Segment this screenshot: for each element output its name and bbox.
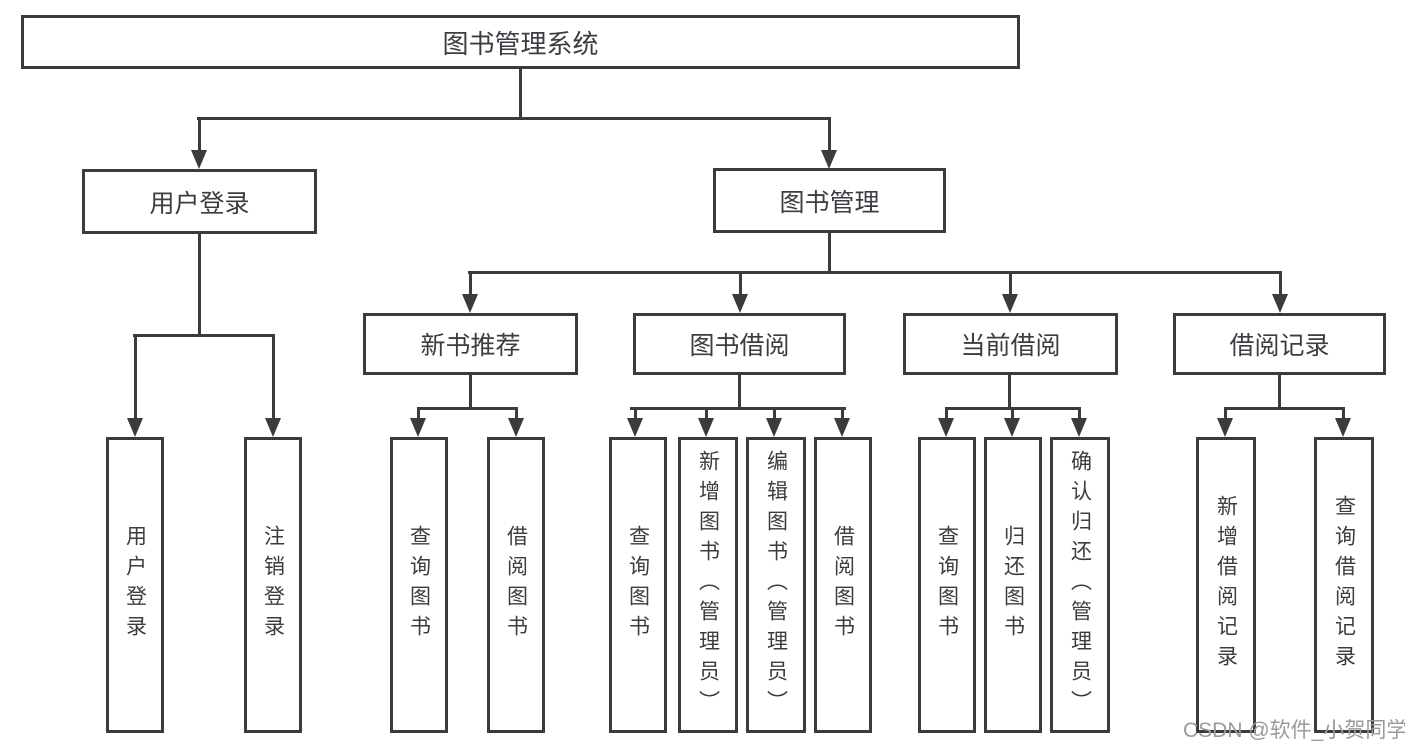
leaf-newbook-borrow-books-label: 借阅图书: [504, 525, 528, 645]
connector-mgmt-stem: [828, 232, 831, 273]
arrow-down-icon: [1004, 409, 1021, 437]
connector-current-bus: [945, 407, 1081, 410]
node-library-system-label: 图书管理系统: [442, 28, 599, 59]
leaf-newbook-borrow-books: 借阅图书: [487, 437, 545, 733]
connector-records-bus: [1224, 407, 1345, 410]
leaf-current-confirm-return-admin-label: 确认归还（管理员）: [1068, 450, 1092, 720]
node-book-management: 图书管理: [713, 168, 946, 233]
connector-mgmt-bus: [468, 271, 1282, 274]
connector-newbook-bus: [417, 407, 518, 410]
leaf-borrow-query-books-label: 查询图书: [626, 525, 650, 645]
node-current-borrowing-label: 当前借阅: [960, 332, 1061, 360]
leaf-current-confirm-return-admin: 确认归还（管理员）: [1050, 437, 1110, 733]
node-book-management-label: 图书管理: [779, 188, 880, 217]
connector-root-stem: [519, 68, 522, 118]
leaf-newbook-query-books-label: 查询图书: [407, 525, 431, 645]
node-user-login: 用户登录: [82, 169, 317, 234]
leaf-borrow-borrow-books: 借阅图书: [814, 437, 872, 733]
connector-records-stem: [1278, 374, 1281, 409]
leaf-records-add-record-label: 新增借阅记录: [1214, 495, 1238, 675]
connector-current-stem: [1008, 374, 1011, 409]
node-borrowing-records-label: 借阅记录: [1229, 332, 1330, 360]
arrow-down-icon: [834, 409, 851, 437]
leaf-current-return-books: 归还图书: [984, 437, 1042, 733]
leaf-current-return-books-label: 归还图书: [1001, 525, 1025, 645]
arrow-down-icon: [265, 336, 282, 437]
node-book-borrowing-label: 图书借阅: [689, 332, 790, 360]
leaf-logout-label: 注销登录: [261, 525, 285, 645]
leaf-current-query-books-label: 查询图书: [935, 525, 959, 645]
arrow-down-icon: [766, 409, 783, 437]
leaf-borrow-edit-books-admin-label: 编辑图书（管理员）: [764, 450, 788, 720]
node-user-login-label: 用户登录: [149, 189, 250, 218]
node-new-book-recommend: 新书推荐: [363, 313, 578, 375]
node-library-system: 图书管理系统: [21, 15, 1020, 69]
leaf-logout: 注销登录: [244, 437, 302, 733]
watermark: CSDN @软件_小贺同学: [1183, 719, 1405, 742]
arrow-down-icon: [698, 409, 715, 437]
leaf-borrow-add-books-admin-label: 新增图书（管理员）: [696, 450, 720, 720]
leaf-borrow-add-books-admin: 新增图书（管理员）: [678, 437, 738, 733]
leaf-borrow-edit-books-admin: 编辑图书（管理员）: [746, 437, 806, 733]
arrow-down-icon: [127, 336, 144, 437]
connector-root-bus: [197, 117, 831, 120]
arrow-down-icon: [627, 409, 644, 437]
arrow-down-icon: [1217, 409, 1234, 437]
node-new-book-recommend-label: 新书推荐: [420, 332, 521, 360]
arrow-down-icon: [410, 409, 427, 437]
leaf-records-add-record: 新增借阅记录: [1196, 437, 1256, 733]
leaf-current-query-books: 查询图书: [918, 437, 976, 733]
arrow-down-icon: [1335, 409, 1352, 437]
arrow-down-icon: [462, 273, 479, 313]
arrow-down-icon: [821, 119, 838, 169]
arrow-down-icon: [1071, 409, 1088, 437]
leaf-borrow-borrow-books-label: 借阅图书: [831, 525, 855, 645]
leaf-user-login: 用户登录: [106, 437, 164, 733]
connector-newbook-stem: [469, 374, 472, 409]
leaf-newbook-query-books: 查询图书: [390, 437, 448, 733]
connector-user-stem: [198, 233, 201, 336]
leaf-user-login-label: 用户登录: [123, 525, 147, 645]
leaf-borrow-query-books: 查询图书: [609, 437, 667, 733]
arrow-down-icon: [938, 409, 955, 437]
node-book-borrowing: 图书借阅: [633, 313, 846, 375]
node-borrowing-records: 借阅记录: [1173, 313, 1386, 375]
arrow-down-icon: [1002, 273, 1019, 313]
arrow-down-icon: [191, 119, 208, 169]
connector-borrow-bus: [630, 407, 846, 410]
leaf-records-query-record: 查询借阅记录: [1314, 437, 1374, 733]
connector-borrow-stem: [738, 374, 741, 409]
node-current-borrowing: 当前借阅: [903, 313, 1118, 375]
arrow-down-icon: [1272, 273, 1289, 313]
arrow-down-icon: [732, 273, 749, 313]
arrow-down-icon: [508, 409, 525, 437]
connector-user-bus: [133, 334, 275, 337]
leaf-records-query-record-label: 查询借阅记录: [1332, 495, 1356, 675]
